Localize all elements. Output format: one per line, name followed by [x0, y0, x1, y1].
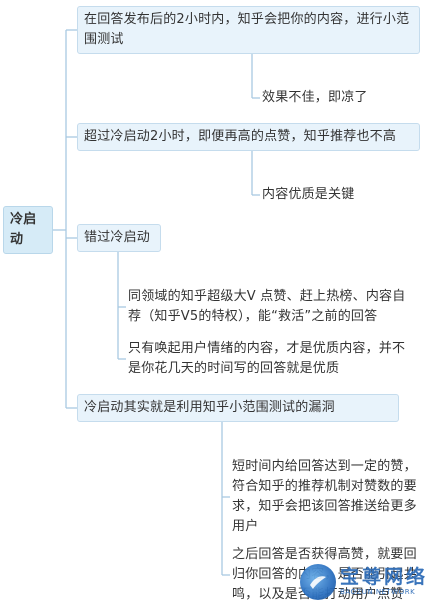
watermark-logo: 宝尊网络 BAOZUN NETWORK — [300, 556, 439, 607]
leaf-node-quality-key[interactable]: 内容优质是关键 — [262, 187, 355, 202]
watermark-text: 宝尊网络 — [340, 566, 429, 588]
watermark-subtext: BAOZUN NETWORK — [340, 588, 416, 596]
leaf-node-poor-result[interactable]: 效果不佳，即凉了 — [262, 90, 368, 105]
root-node[interactable]: 冷启动 — [3, 206, 53, 254]
branch-node-after-two-hours[interactable]: 超过冷启动2小时，即便再高的点赞，知乎推荐也不高 — [77, 123, 420, 151]
leaf-node-emotional-content[interactable]: 只有唤起用户情绪的内容，才是优质内容，并不是你花几天的时间写的回答就是优质 — [128, 341, 406, 376]
branch-node-exploit-test[interactable]: 冷启动其实就是利用知乎小范围测试的漏洞 — [77, 394, 399, 422]
leaf-node-rescue-methods[interactable]: 同领域的知乎超级大V 点赞、赶上热榜、内容自荐（知乎V5的特权），能“救活”之前… — [128, 289, 406, 324]
branch-node-missed-cold-start[interactable]: 错过冷启动 — [77, 224, 161, 252]
globe-icon — [300, 563, 336, 600]
branch-node-small-scale-test[interactable]: 在回答发布后的2小时内，知乎会把你的内容，进行小范围测试 — [77, 6, 420, 54]
leaf-node-short-time-likes[interactable]: 短时间内给回答达到一定的赞，符合知乎的推荐机制对赞数的要求，知乎会把该回答推送给… — [232, 459, 417, 534]
